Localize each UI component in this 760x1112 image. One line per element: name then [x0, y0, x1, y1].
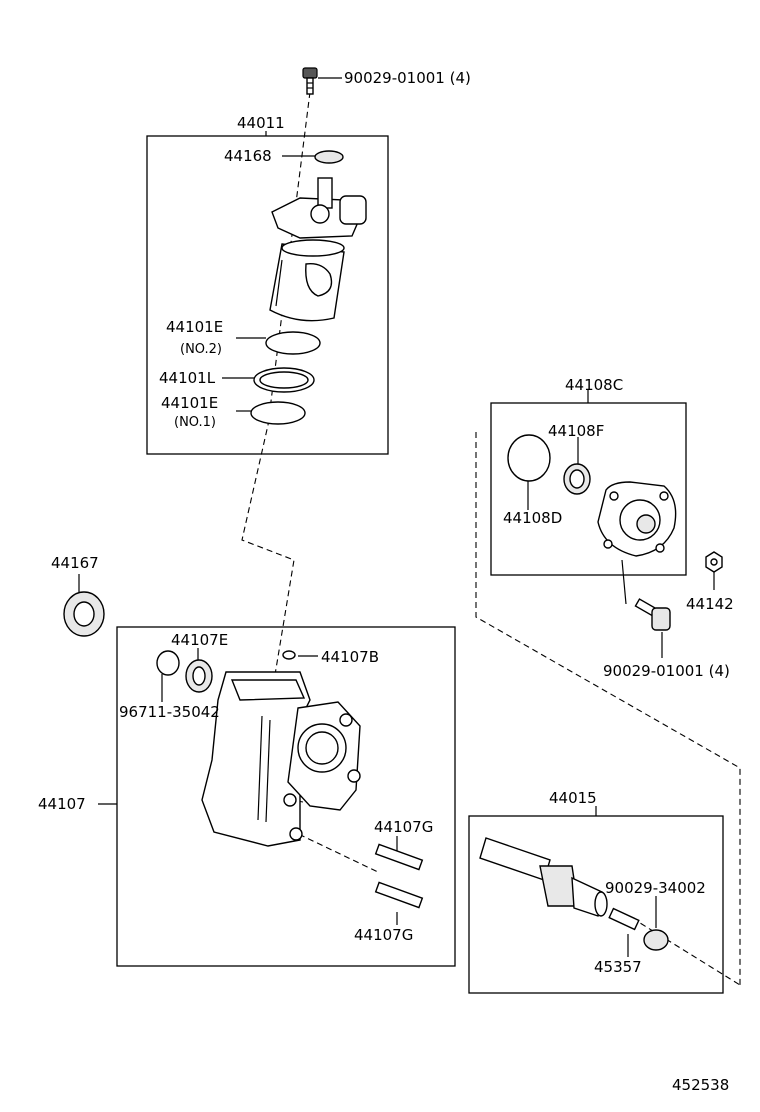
bolt-top-icon [302, 67, 318, 95]
label-ref-number: 452538 [672, 1076, 729, 1094]
label-45357: 45357 [594, 958, 642, 976]
label-44108D: 44108D [503, 509, 562, 527]
label-90029-34002: 90029-34002 [605, 879, 706, 897]
label-44101E-no2: 44101E [166, 318, 223, 336]
oil-seal-44107E-icon [185, 659, 213, 693]
label-assy-44107: 44107 [38, 795, 86, 813]
label-44142: 44142 [686, 595, 734, 613]
label-44107B: 44107B [321, 648, 379, 666]
bolt-right-icon [634, 598, 671, 631]
plug-44107B-icon [282, 650, 296, 660]
o-ring-44101E-no2-icon [265, 331, 321, 355]
label-assy-44108C: 44108C [565, 376, 623, 394]
screw-45357-icon [608, 907, 640, 931]
label-44101E-no1: 44101E [161, 394, 218, 412]
label-bolt-right: 90029-01001 (4) [603, 662, 730, 680]
label-44101E-no2-note: (NO.2) [180, 342, 222, 357]
label-44167: 44167 [51, 554, 99, 572]
stud-bolt-lower-icon [374, 881, 424, 909]
oil-seal-44108F-icon [563, 463, 591, 495]
washer-44168-icon [314, 150, 344, 164]
pinion-shaft-icon [479, 837, 608, 917]
box-44011 [146, 135, 389, 455]
stud-bolt-upper-icon [374, 843, 424, 871]
label-44101E-no1-note: (NO.1) [174, 415, 216, 430]
nut-44142-icon [705, 551, 723, 573]
label-44107E: 44107E [171, 631, 228, 649]
o-ring-44108D-icon [507, 434, 551, 482]
label-assy-44011: 44011 [237, 114, 285, 132]
o-ring-44101E-no1-icon [250, 401, 306, 425]
label-44108F: 44108F [548, 422, 604, 440]
gear-housing-icon [201, 671, 361, 847]
label-assy-44015: 44015 [549, 789, 597, 807]
box-44107 [116, 626, 456, 967]
label-96711: 96711-35042 [119, 703, 220, 721]
label-44168: 44168 [224, 147, 272, 165]
label-bolt-top: 90029-01001 (4) [344, 69, 471, 87]
label-44107G-upper: 44107G [374, 818, 433, 836]
end-cover-housing-icon [597, 481, 677, 557]
label-44107G-lower: 44107G [354, 926, 413, 944]
power-cylinder-valve-icon [269, 177, 367, 322]
nut-90029-34002-icon [643, 929, 669, 951]
o-ring-96711-icon [156, 650, 180, 676]
label-44101L: 44101L [159, 369, 216, 387]
oil-seal-44167-icon [63, 591, 105, 637]
seal-ring-44101L-icon [253, 367, 315, 393]
